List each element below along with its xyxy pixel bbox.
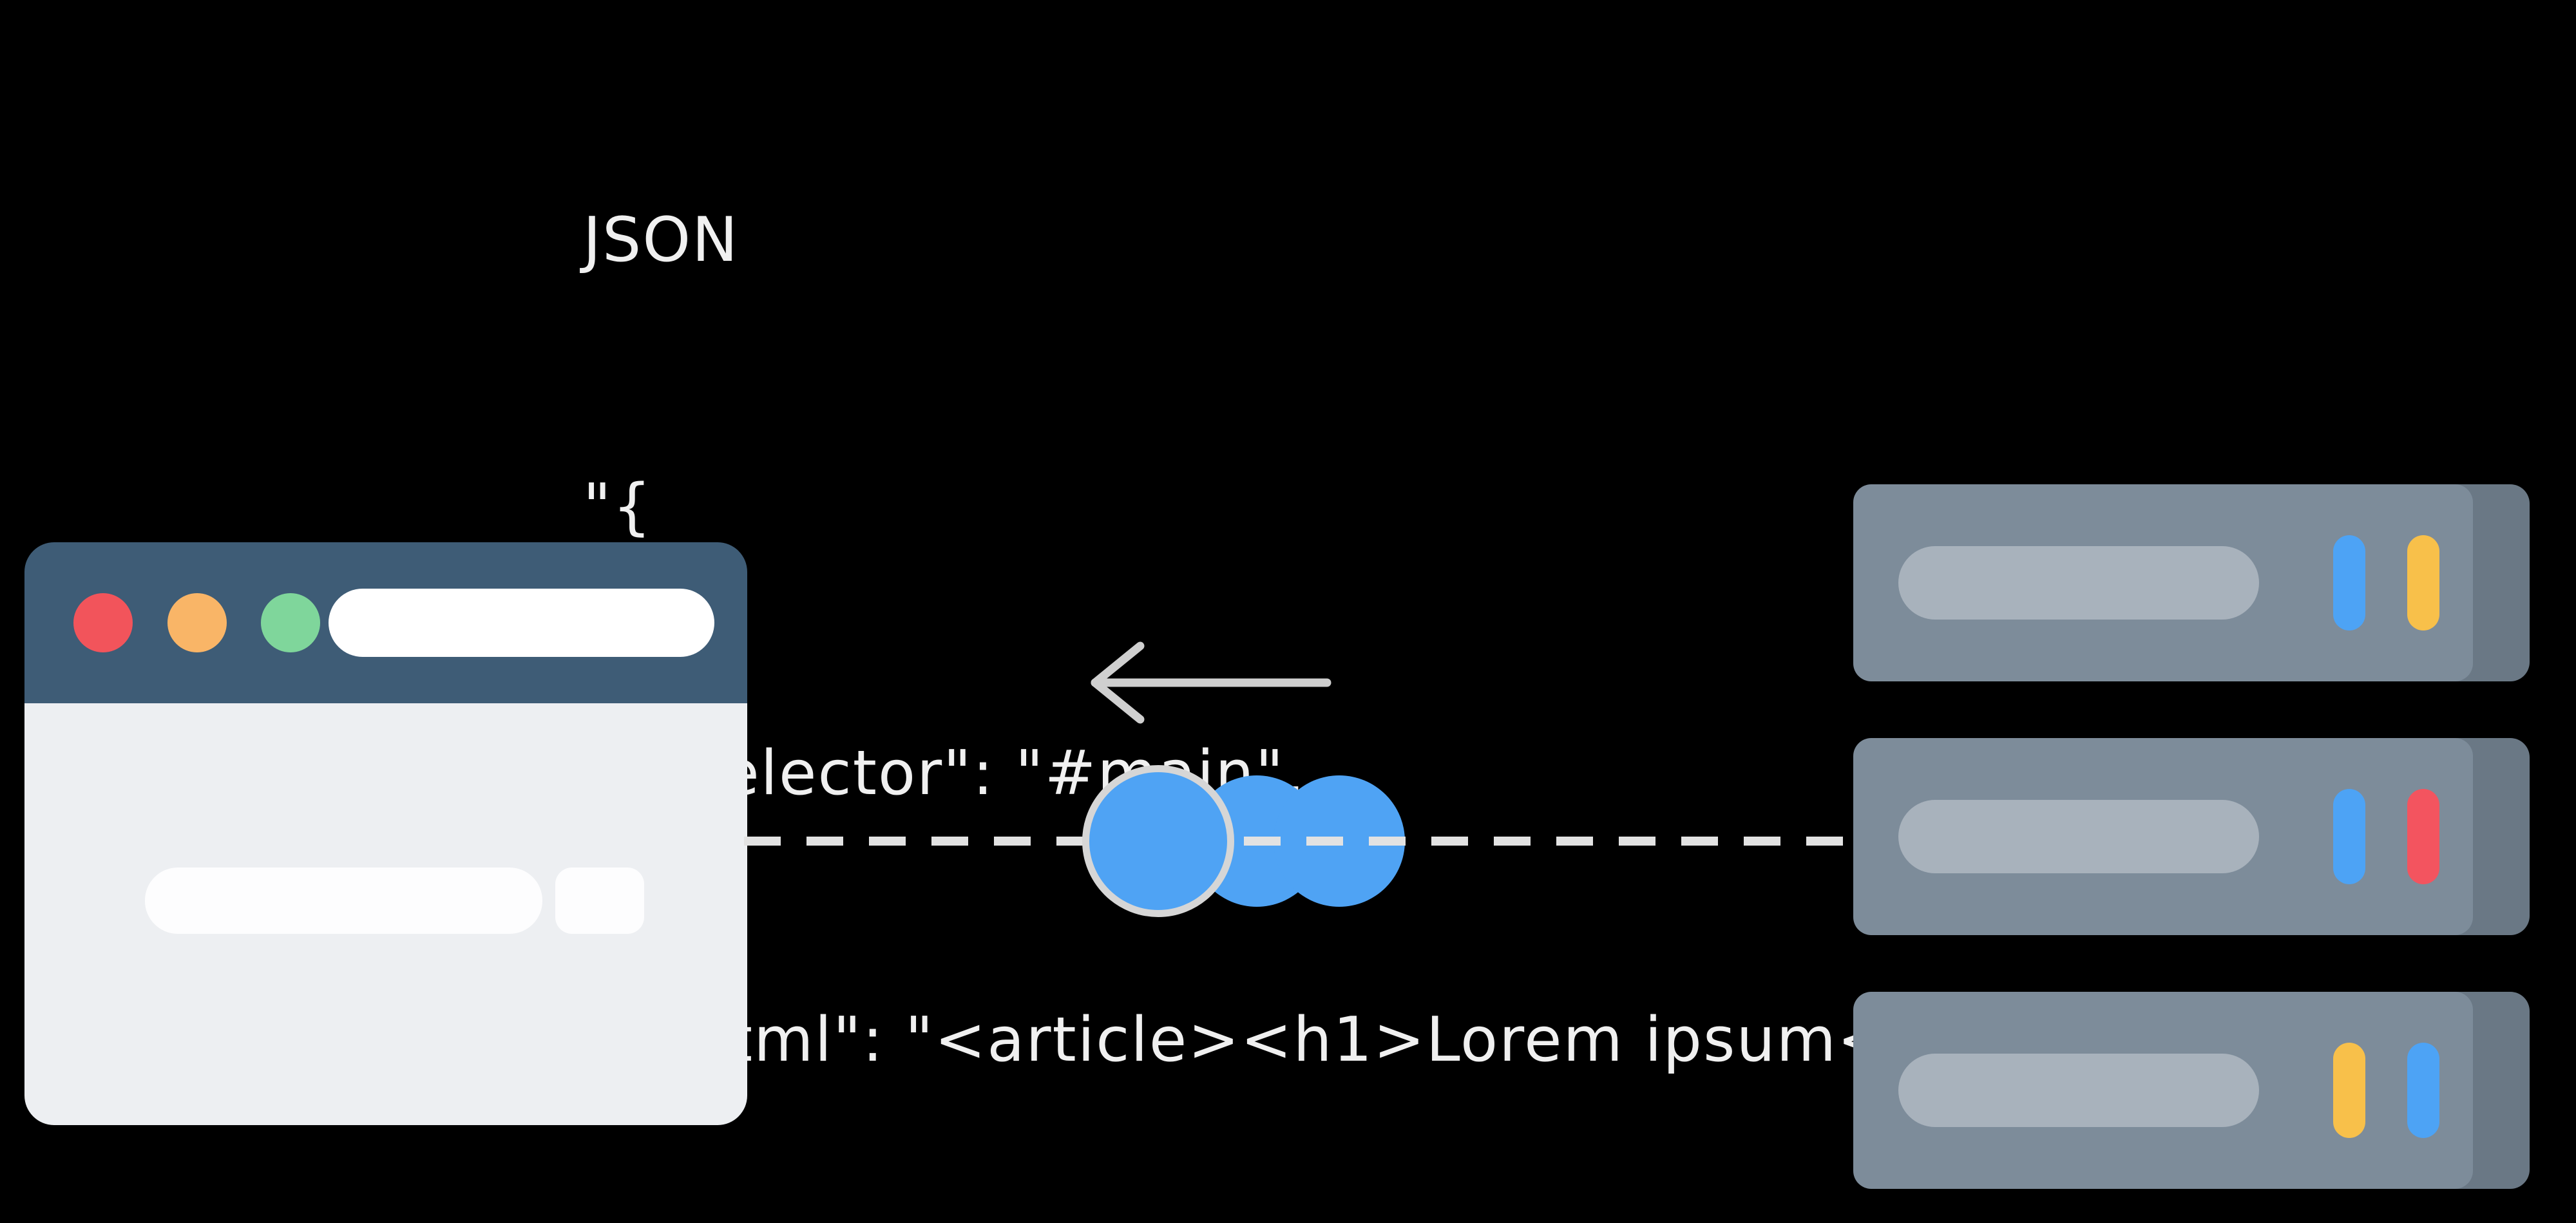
left-arrow-icon — [1091, 641, 1331, 724]
led-indicator-icon — [2333, 1043, 2365, 1138]
server-drive-slot — [1898, 546, 2259, 620]
server-drive-slot — [1898, 1054, 2259, 1127]
led-indicator-icon — [2333, 789, 2365, 884]
traffic-light-green-icon — [261, 593, 320, 652]
address-bar — [329, 589, 714, 657]
server-unit — [1853, 992, 2530, 1189]
server-drive-slot — [1898, 800, 2259, 873]
led-indicator-icon — [2407, 789, 2439, 884]
browser-window — [24, 542, 747, 1125]
code-line: "{ — [583, 471, 653, 542]
server-unit — [1853, 484, 2530, 681]
led-indicator-icon — [2333, 535, 2365, 630]
led-indicator-icon — [2407, 535, 2439, 630]
code-line: JSON — [583, 205, 739, 276]
led-indicator-icon — [2407, 1043, 2439, 1138]
traffic-light-yellow-icon — [167, 593, 227, 652]
browser-body — [24, 703, 747, 1125]
server-face — [1853, 992, 2473, 1189]
server-face — [1853, 738, 2473, 935]
server-face — [1853, 484, 2473, 681]
dashed-connection-line — [744, 837, 1858, 846]
content-placeholder-bar — [145, 867, 542, 934]
server-unit — [1853, 738, 2530, 935]
traffic-light-red-icon — [73, 593, 133, 652]
browser-header — [24, 542, 747, 703]
content-placeholder-end — [555, 867, 644, 934]
data-packet-ringed-icon — [1082, 765, 1234, 917]
